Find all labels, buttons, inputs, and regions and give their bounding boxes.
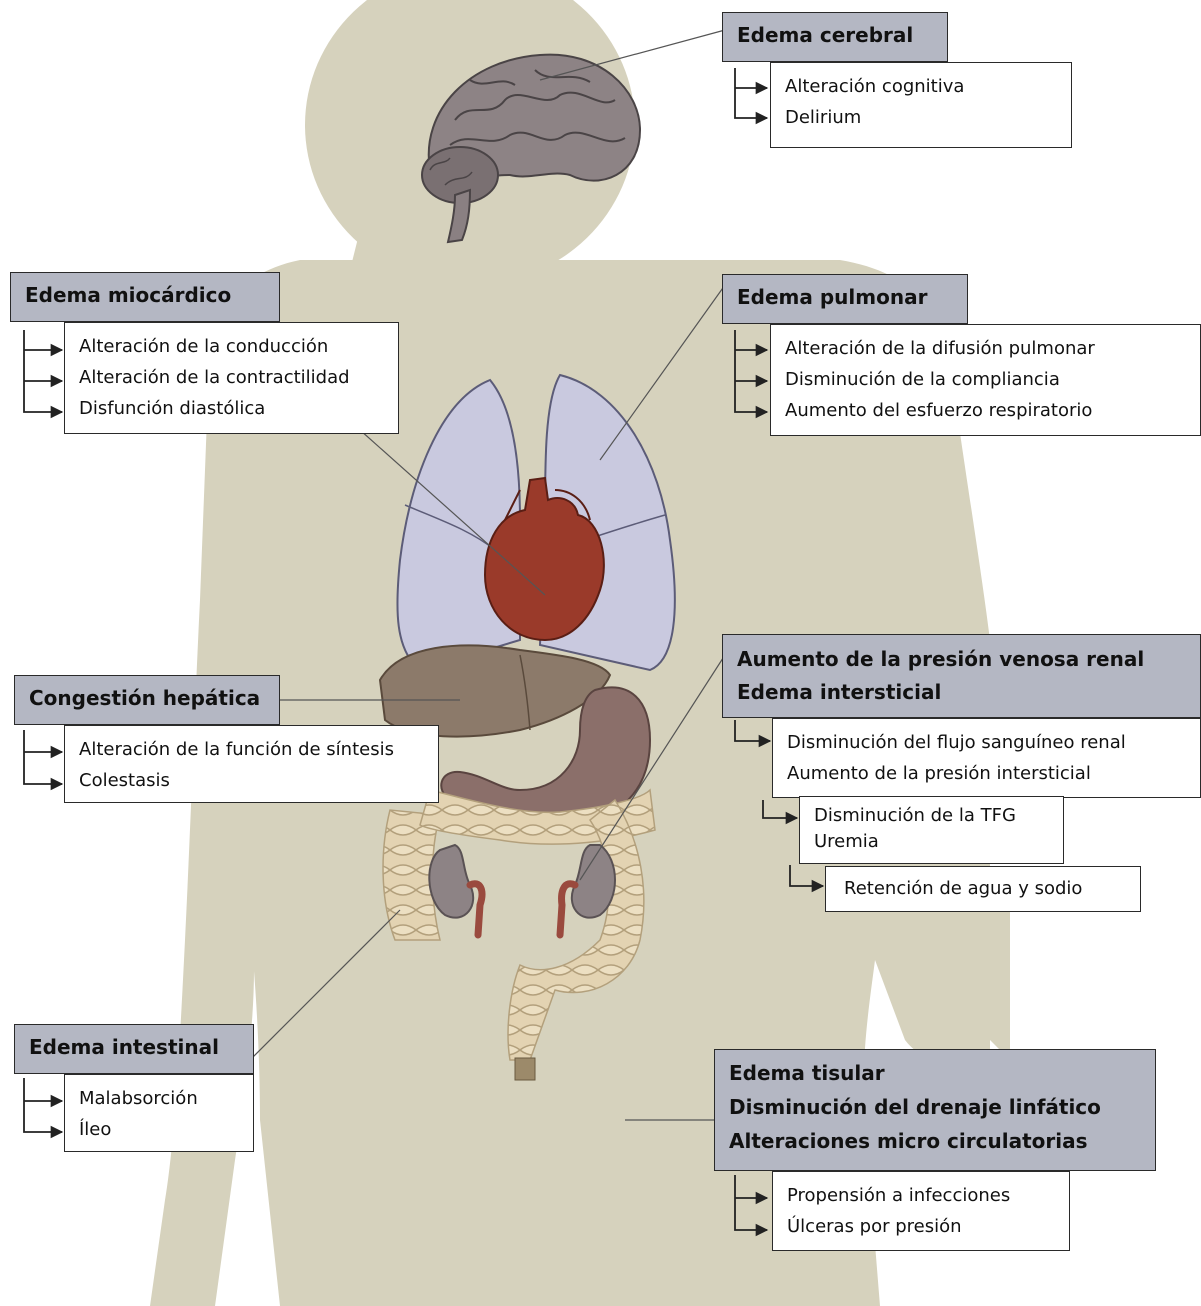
miocardico-item: Alteración de la contractilidad xyxy=(79,362,384,393)
cerebral-items: Alteración cognitiva Delirium xyxy=(770,62,1072,148)
tisular-item: Propensión a infecciones xyxy=(787,1180,1055,1211)
renal-level2: Disminución de la TFG Uremia xyxy=(799,796,1064,864)
pulmonar-header: Edema pulmonar xyxy=(722,274,968,324)
tisular-items: Propensión a infecciones Úlceras por pre… xyxy=(772,1171,1070,1251)
pulmonar-items: Alteración de la difusión pulmonar Dismi… xyxy=(770,324,1201,436)
tisular-header-line: Edema tisular xyxy=(729,1056,1141,1090)
renal-header-line: Edema intersticial xyxy=(737,676,1186,709)
tisular-header-line: Alteraciones micro circulatorias xyxy=(729,1124,1141,1158)
intestinal-header: Edema intestinal xyxy=(14,1024,254,1074)
renal-level1-item: Aumento de la presión intersticial xyxy=(787,758,1186,789)
pulmonar-item: Aumento del esfuerzo respiratorio xyxy=(785,395,1186,426)
hepatica-item: Colestasis xyxy=(79,765,424,796)
renal-level3: Retención de agua y sodio xyxy=(825,866,1141,912)
hepatica-items: Alteración de la función de síntesis Col… xyxy=(64,725,439,803)
renal-level1: Disminución del flujo sanguíneo renal Au… xyxy=(772,718,1201,798)
cerebral-header: Edema cerebral xyxy=(722,12,948,62)
renal-level3-item: Retención de agua y sodio xyxy=(844,875,1122,903)
cerebral-item: Alteración cognitiva xyxy=(785,71,1057,102)
renal-header-line: Aumento de la presión venosa renal xyxy=(737,643,1186,676)
pulmonar-item: Alteración de la difusión pulmonar xyxy=(785,333,1186,364)
cerebral-item: Delirium xyxy=(785,102,1057,133)
hepatica-header: Congestión hepática xyxy=(14,675,280,725)
renal-level2-item: Uremia xyxy=(814,829,1049,855)
hepatica-item: Alteración de la función de síntesis xyxy=(79,734,424,765)
renal-level1-item: Disminución del flujo sanguíneo renal xyxy=(787,727,1186,758)
tisular-item: Úlceras por presión xyxy=(787,1211,1055,1242)
tisular-header: Edema tisular Disminución del drenaje li… xyxy=(714,1049,1156,1171)
intestinal-item: Malabsorción xyxy=(79,1083,239,1114)
intestinal-items: Malabsorción Íleo xyxy=(64,1074,254,1152)
tisular-header-line: Disminución del drenaje linfático xyxy=(729,1090,1141,1124)
renal-level2-item: Disminución de la TFG xyxy=(814,803,1049,829)
miocardico-header: Edema miocárdico xyxy=(10,272,280,322)
intestinal-item: Íleo xyxy=(79,1114,239,1145)
miocardico-item: Alteración de la conducción xyxy=(79,331,384,362)
miocardico-item: Disfunción diastólica xyxy=(79,393,384,424)
miocardico-items: Alteración de la conducción Alteración d… xyxy=(64,322,399,434)
pulmonar-item: Disminución de la compliancia xyxy=(785,364,1186,395)
renal-header: Aumento de la presión venosa renal Edema… xyxy=(722,634,1201,718)
